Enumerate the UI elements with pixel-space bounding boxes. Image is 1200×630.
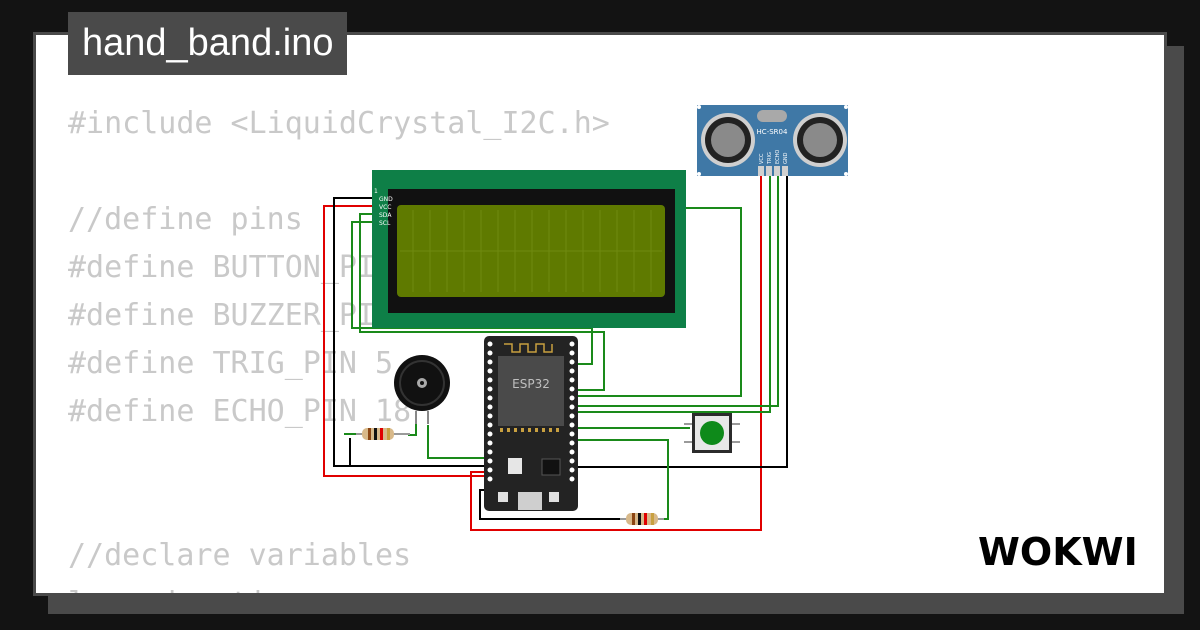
esp32-reset-button [549, 492, 559, 502]
sensor-pin-labels: VCC TRIG ECHO GND [759, 150, 789, 165]
lcd-display[interactable]: 1 GND VCC SDA SCL [372, 170, 686, 328]
wire-black-button[interactable] [479, 489, 626, 520]
lcd-pin-labels: 1 GND VCC SDA SCL [374, 188, 393, 227]
code-line: #define TRIG_PIN 5 [68, 346, 394, 381]
wire-green-sensor-echo[interactable] [574, 176, 779, 407]
resistor-buzzer[interactable] [356, 428, 410, 440]
sensor-pin-label: VCC [759, 153, 765, 164]
lcd-char-grid [400, 210, 662, 292]
esp32-pin-header-left [487, 341, 493, 482]
push-button[interactable] [684, 413, 740, 453]
wire-black-sensor-gnd[interactable] [574, 176, 788, 468]
esp32-usb-port [518, 492, 542, 510]
wires [323, 176, 788, 531]
file-name-tab[interactable]: hand_band.ino [68, 12, 348, 75]
code-line: long duration; [68, 586, 321, 593]
logo-text: WOKWI [978, 530, 1138, 574]
wire-green-top[interactable] [574, 207, 742, 397]
code-preview: #include <LiquidCrystal_I2C.h> //define … [68, 35, 1164, 593]
sensor-header-pins [758, 166, 788, 176]
lcd-pin-label: GND [379, 196, 393, 203]
sensor-pin-label: ECHO [775, 150, 781, 164]
wire-black-button2[interactable] [574, 439, 669, 520]
wire-green-lcd-sda[interactable] [359, 213, 605, 391]
code-line: #define ECHO_PIN 18 [68, 394, 412, 429]
esp32-regulator [508, 458, 522, 474]
esp32-usb-chip [541, 458, 561, 476]
code-line: //declare variables [68, 538, 412, 573]
esp32-module-shield [498, 356, 564, 426]
esp32-antenna [504, 343, 553, 353]
sensor-crystal [757, 110, 787, 122]
esp32-boot-button [498, 492, 508, 502]
esp32-pin-header-right [569, 341, 575, 482]
wire-red-lcd-vcc[interactable] [323, 205, 488, 477]
wire-green-sensor-trig[interactable] [574, 176, 771, 413]
wire-green-buzzer[interactable] [427, 425, 488, 459]
buzzer[interactable] [394, 355, 450, 424]
lcd-pin-label: SCL [379, 220, 391, 227]
ultrasonic-sensor[interactable]: HC-SR04 VCC TRIG ECHO GND [697, 105, 848, 176]
sensor-transducer-right [793, 113, 847, 167]
sensor-transducer-left [701, 113, 755, 167]
lcd-pin-label: SDA [379, 212, 392, 219]
button-cap[interactable] [700, 421, 724, 445]
wire-green-resistor[interactable] [408, 424, 417, 436]
sensor-pin-label: GND [783, 152, 789, 164]
sensor-pin-label: TRIG [767, 152, 773, 165]
resistor-button[interactable] [620, 513, 664, 525]
sensor-label: HC-SR04 [757, 128, 788, 136]
lcd-pin-label: VCC [379, 204, 391, 211]
esp32-label: ESP32 [512, 377, 550, 391]
esp32-board[interactable]: ESP32 [484, 336, 578, 511]
code-line: #include <LiquidCrystal_I2C.h> [68, 106, 610, 141]
wire-black-lcd-gnd[interactable] [333, 197, 488, 467]
wokwi-logo: WOKWI [978, 530, 1138, 574]
lcd-pin-label: 1 [374, 188, 378, 195]
esp32-module-pins [500, 428, 559, 432]
code-line: //define pins [68, 202, 303, 237]
